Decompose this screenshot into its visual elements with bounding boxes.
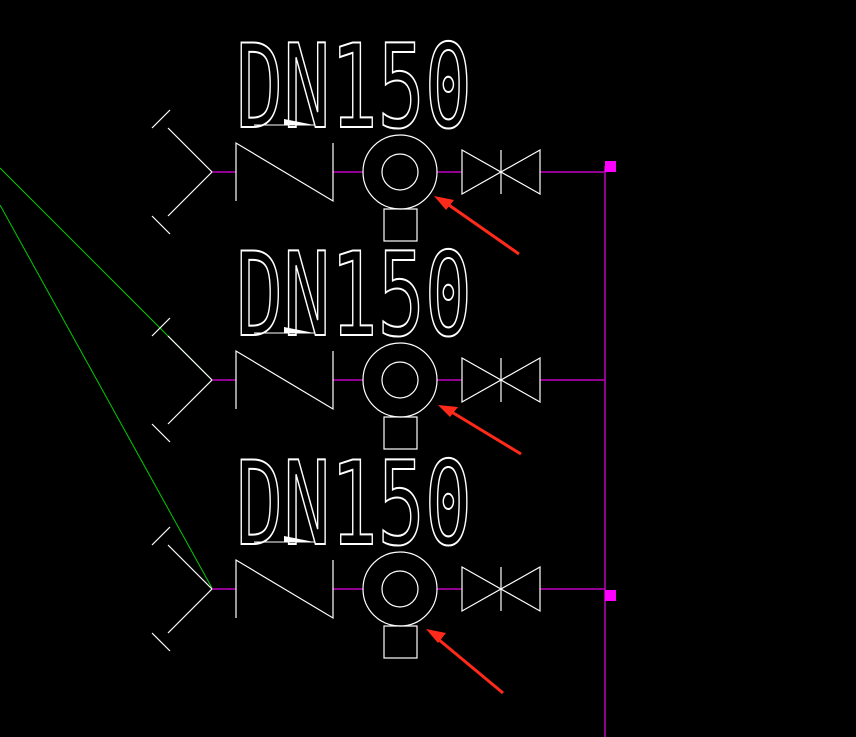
gate-valve-icon[interactable] (461, 356, 541, 404)
annotation-arrow (426, 629, 504, 695)
grip-top[interactable] (605, 161, 616, 172)
pipe-size-label: DN150 (236, 227, 472, 362)
grip-bottom[interactable] (605, 590, 616, 601)
gate-valve-icon[interactable] (461, 565, 541, 613)
check-valve-icon[interactable] (235, 558, 334, 620)
gate-valve-icon[interactable] (461, 148, 541, 196)
flow-arrow-icon (254, 327, 314, 334)
annotation-arrow (438, 405, 522, 456)
pump-icon[interactable] (362, 342, 438, 450)
suction-fork-icon (151, 317, 213, 443)
pump-row-2: DN150 (151, 227, 605, 456)
leader-lines (0, 167, 213, 589)
leader-line-2 (0, 204, 213, 589)
pipe-size-label: DN150 (236, 19, 472, 154)
flow-arrow-icon (254, 119, 314, 126)
annotation-arrow (434, 196, 520, 256)
pump-icon[interactable] (362, 551, 438, 659)
pump-row-1: DN150 (151, 19, 605, 256)
check-valve-icon[interactable] (235, 141, 334, 203)
suction-fork-icon (151, 526, 213, 652)
pump-icon[interactable] (362, 134, 438, 242)
pipe-size-label: DN150 (236, 436, 472, 571)
pump-row-3: DN150 (151, 436, 605, 695)
flow-arrow-icon (254, 536, 314, 543)
suction-fork-icon (151, 109, 213, 235)
check-valve-icon[interactable] (235, 349, 334, 411)
